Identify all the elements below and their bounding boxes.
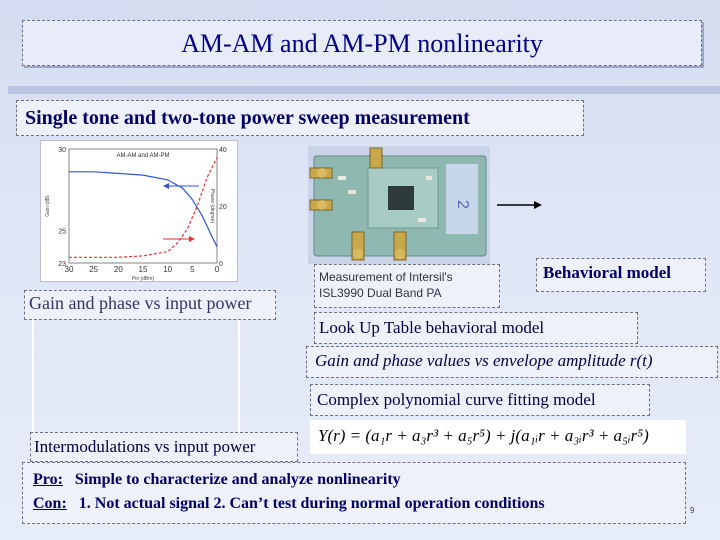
chart-svg: AM-AM and AM-PM 30 25 20 15 10 5 0 30 25 23 40 20 0Pi… — [45, 147, 227, 282]
panel-right-edge — [238, 320, 240, 432]
pros-cons-box: Pro: Simple to characterize and analyze n… — [22, 462, 686, 524]
page-number: 9 — [690, 506, 695, 515]
twotone-caption-box: Intermodulations vs input power — [30, 432, 298, 462]
x-tick-label: 20 — [114, 265, 123, 274]
y-left-tick-label: 25 — [58, 228, 66, 235]
x-tick-label: 10 — [163, 265, 172, 274]
con-line: Con: 1. Not actual signal 2. Can’t test d… — [33, 495, 545, 513]
polynomial-equation: Y(r) = (a₁r + a₃r³ + a₅r⁵) + j(a₁ᵢr + a₃… — [310, 420, 686, 454]
phase-series-line — [69, 157, 218, 258]
panel-left-edge — [32, 320, 34, 432]
y-right-tick-label: 40 — [219, 147, 227, 154]
y-right-axis-label: Phase (degree) — [209, 189, 215, 224]
x-axis-label: Pin (dBm) — [132, 276, 155, 281]
y-left-tick-label: 30 — [58, 147, 66, 154]
x-tick-label: 25 — [89, 265, 98, 274]
chart-caption: Gain and phase vs input power — [29, 293, 252, 313]
chart-caption-box: Gain and phase vs input power — [24, 290, 276, 320]
behavioral-model-label: Behavioral model — [543, 263, 671, 282]
lut-model-box: Look Up Table behavioral model — [314, 312, 638, 344]
subtitle-box: Single tone and two-tone power sweep mea… — [16, 100, 584, 136]
chart-title: AM-AM and AM-PM — [116, 153, 169, 159]
complex-poly-box: Complex polynomial curve fitting model — [310, 384, 650, 416]
equation-text: Y(r) = (a₁r + a₃r³ + a₅r⁵) + j(a₁ᵢr + a₃… — [318, 426, 649, 445]
twotone-caption: Intermodulations vs input power — [34, 437, 256, 456]
lut-model-label: Look Up Table behavioral model — [319, 318, 545, 337]
x-tick-label: 15 — [139, 265, 148, 274]
slide-title: AM-AM and AM-PM nonlinearity — [181, 29, 543, 58]
svg-text:2: 2 — [454, 200, 471, 209]
title-box: AM-AM and AM-PM nonlinearity — [22, 20, 702, 66]
photo-caption: Measurement of Intersil's ISL3990 Dual B… — [319, 269, 453, 301]
photo-caption-line-1: Measurement of Intersil's — [319, 270, 453, 284]
complex-poly-label: Complex polynomial curve fitting model — [317, 390, 596, 409]
pro-text: Simple to characterize and analyze nonli… — [74, 471, 401, 488]
pro-line: Pro: Simple to characterize and analyze n… — [33, 471, 401, 489]
divider-bar — [8, 86, 720, 94]
x-tick-label: 30 — [65, 265, 74, 274]
gain-arrow-head — [163, 183, 169, 189]
x-tick-label: 5 — [190, 265, 195, 274]
con-key: Con: — [33, 495, 67, 512]
pro-key: Pro: — [33, 471, 63, 488]
right-arrow — [496, 198, 544, 212]
con-text: 1. Not actual signal 2. Can’t test durin… — [78, 495, 545, 512]
pa-board-image: 2 — [308, 146, 490, 264]
plot-area — [68, 148, 218, 264]
gain-phase-label: Gain and phase values vs envelope amplit… — [315, 351, 653, 370]
behavioral-model-box: Behavioral model — [536, 258, 706, 292]
y-right-tick-label: 20 — [219, 204, 227, 211]
gain-phase-box: Gain and phase values vs envelope amplit… — [306, 346, 718, 378]
pa-board-photo: 2 — [308, 146, 490, 264]
photo-caption-box: Measurement of Intersil's ISL3990 Dual B… — [314, 264, 500, 308]
y-right-tick-label: 0 — [219, 261, 223, 268]
phase-arrow-head — [189, 236, 195, 242]
photo-caption-line-2: ISL3990 Dual Band PA — [319, 286, 442, 300]
gain-series-line — [69, 171, 218, 247]
y-left-tick-label: 23 — [58, 261, 66, 268]
y-left-axis-label: Gain (dB) — [45, 195, 51, 217]
x-tick-label: 0 — [215, 265, 220, 274]
arrow-icon — [497, 201, 542, 209]
slide-subtitle: Single tone and two-tone power sweep mea… — [25, 107, 470, 129]
